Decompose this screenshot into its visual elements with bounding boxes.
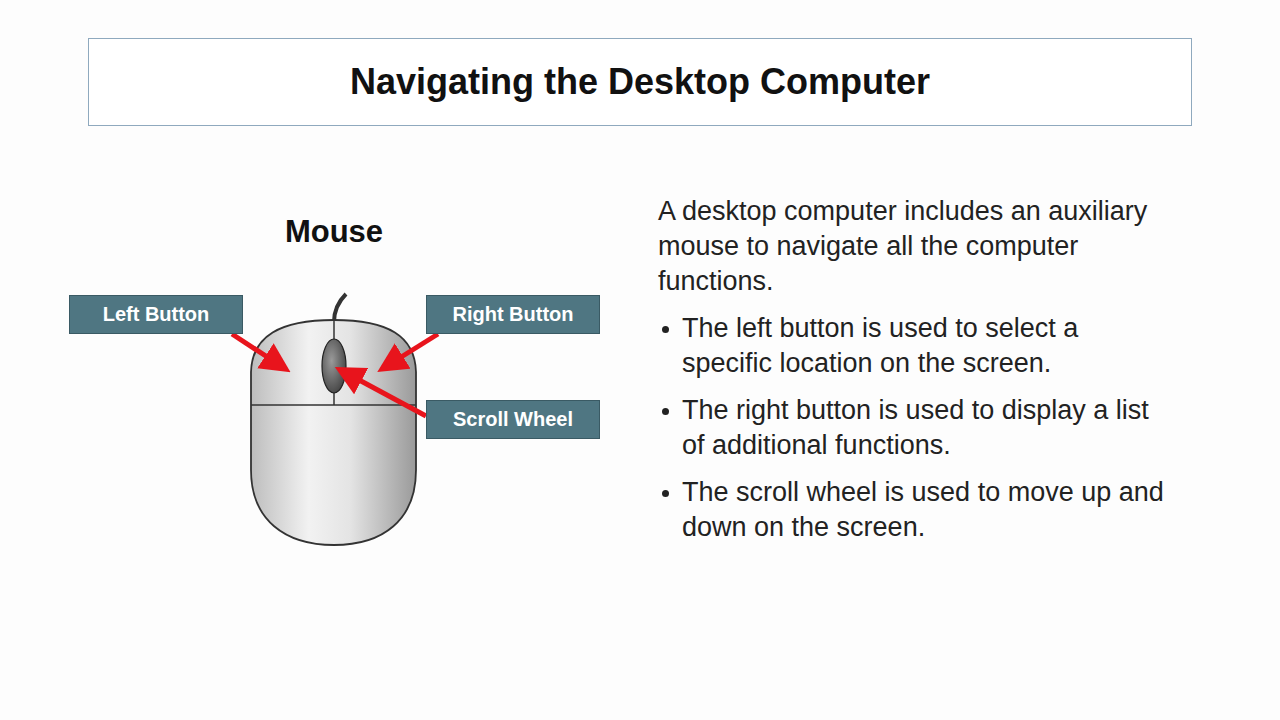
bullet-text: The right button is used to display a li… xyxy=(682,393,1168,463)
callout-label: Left Button xyxy=(103,303,210,326)
bullet-item: The left button is used to select a spec… xyxy=(658,311,1168,381)
bullet-dot xyxy=(662,326,669,333)
callout-box: Right Button xyxy=(426,295,600,334)
intro-paragraph: A desktop computer includes an auxiliary… xyxy=(658,194,1168,299)
mouse-cable xyxy=(334,294,346,322)
bullet-dot xyxy=(662,490,669,497)
bullet-item: The scroll wheel is used to move up and … xyxy=(658,475,1168,545)
bullet-dot xyxy=(662,408,669,415)
text-column: A desktop computer includes an auxiliary… xyxy=(658,194,1168,545)
button-edge xyxy=(251,404,416,406)
callout-box: Scroll Wheel xyxy=(426,400,600,439)
scroll-wheel xyxy=(322,339,346,393)
mouse-body xyxy=(251,320,416,545)
callout-label: Scroll Wheel xyxy=(453,408,573,431)
part-heading: Mouse xyxy=(234,214,434,250)
callout-label: Right Button xyxy=(452,303,573,326)
leader-arrow xyxy=(232,334,278,364)
bullet-text: The left button is used to select a spec… xyxy=(682,311,1168,381)
bullet-text: The scroll wheel is used to move up and … xyxy=(682,475,1168,545)
title-box: Navigating the Desktop Computer xyxy=(88,38,1192,126)
bullet-item: The right button is used to display a li… xyxy=(658,393,1168,463)
leader-arrow xyxy=(390,334,438,364)
title: Navigating the Desktop Computer xyxy=(350,61,930,103)
leader-arrow xyxy=(348,374,426,416)
callout-box: Left Button xyxy=(69,295,243,334)
